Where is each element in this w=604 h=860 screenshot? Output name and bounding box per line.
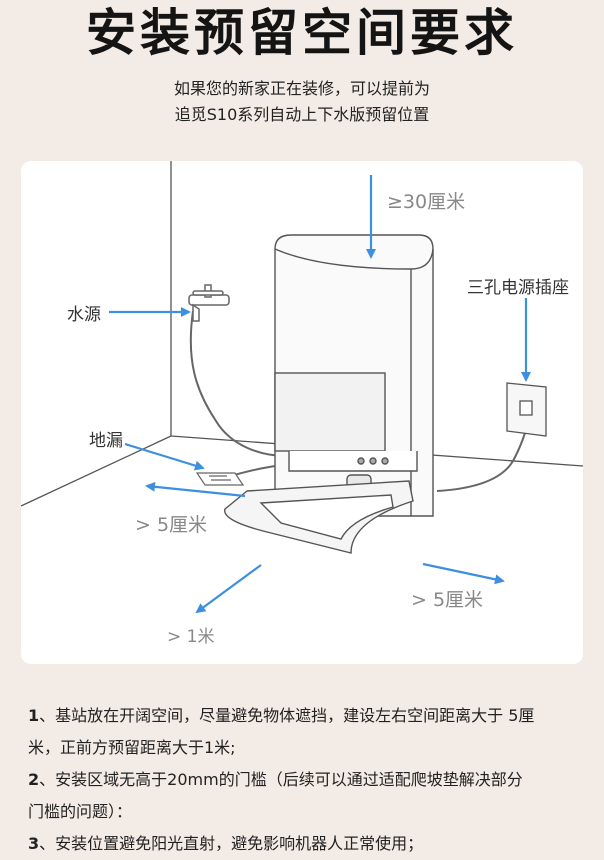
clearance-arrows: [109, 175, 531, 614]
note-3: 3、安装位置避免阳光直射，避免影响机器人正常使用；: [28, 834, 424, 853]
outlet-label: 三孔电源插座: [467, 278, 569, 298]
drain-arrow: [124, 442, 205, 471]
ramp-icon: [224, 480, 414, 554]
faucet-icon: [188, 284, 230, 322]
right-clearance-arrow: [422, 562, 505, 585]
front-clearance-label: > 1米: [167, 627, 215, 647]
subtitle: 如果您的新家正在装修，可以提前为 追觅S10系列自动上下水版预留位置: [0, 76, 604, 128]
left-clearance-arrow: [145, 481, 246, 498]
top-clearance-label: ≥30厘米: [387, 191, 466, 213]
installation-notes: 1、基站放在开阔空间，尽量避免物体遮挡，建设左右空间距离大于 5厘 米，正前方预…: [28, 700, 588, 860]
note-1: 1、基站放在开阔空间，尽量避免物体遮挡，建设左右空间距离大于 5厘: [28, 706, 535, 725]
water-source-label: 水源: [67, 305, 101, 325]
floor-drain-icon: [195, 472, 245, 486]
room-illustration: [21, 161, 583, 614]
note-1-cont: 米，正前方预留距离大于1米;: [28, 738, 236, 757]
floor-drain-label: 地漏: [89, 431, 123, 451]
installation-diagram: ≥30厘米 三孔电源插座 水源 地漏 > 5厘米 > 5厘米 > 1米: [21, 161, 583, 664]
power-outlet-icon: [506, 382, 547, 437]
left-clearance-label: > 5厘米: [135, 514, 208, 536]
front-clearance-arrow: [195, 564, 262, 614]
right-clearance-label: > 5厘米: [411, 589, 484, 611]
base-station-icon: [274, 234, 434, 517]
note-2-cont: 门槛的问题）：: [28, 802, 133, 821]
subtitle-line-1: 如果您的新家正在装修，可以提前为: [173, 79, 430, 98]
water-hose: [189, 310, 287, 457]
note-2: 2、安装区域无高于20mm的门槛（后续可以通过适配爬坡垫解决部分: [28, 770, 523, 789]
page-title: 安装预留空间要求: [86, 4, 518, 62]
subtitle-line-2: 追觅S10系列自动上下水版预留位置: [174, 105, 430, 124]
